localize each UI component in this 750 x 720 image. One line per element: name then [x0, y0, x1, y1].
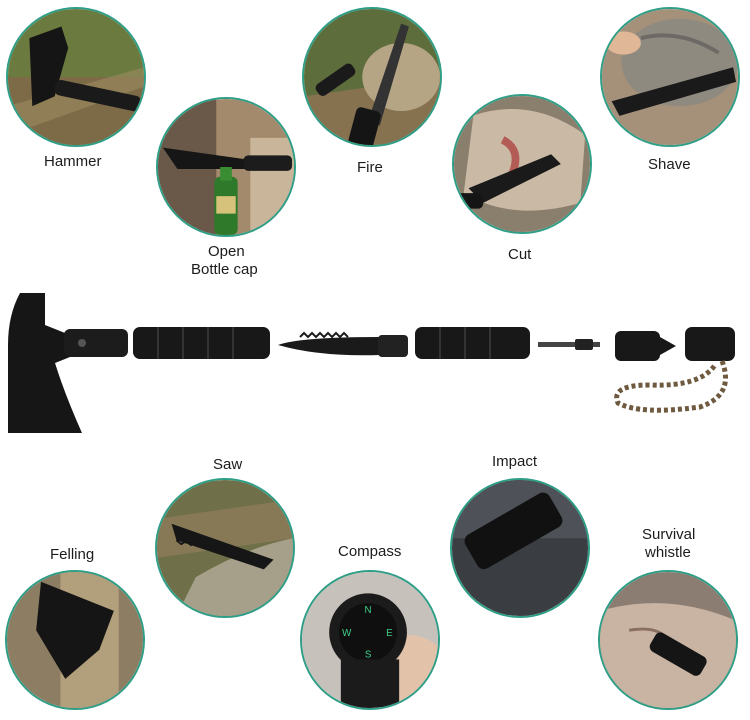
handle-segment-1 — [133, 327, 270, 359]
compass-s: S — [365, 649, 372, 660]
handle-segment-2 — [415, 327, 530, 359]
glass-breaker — [615, 331, 676, 361]
open-label: Open — [208, 243, 245, 260]
cut-image — [452, 94, 592, 234]
bottle-cap-label: Bottle cap — [191, 261, 258, 278]
compass-label: Compass — [338, 543, 402, 560]
compass-e: E — [386, 628, 393, 639]
impact-image — [450, 478, 590, 618]
cut-label: Cut — [508, 246, 532, 263]
felling-label: Felling — [50, 546, 95, 563]
shave-image — [600, 7, 740, 147]
hammer-label: Hammer — [44, 153, 102, 170]
compass-image: N E S W — [300, 570, 440, 710]
axe-head — [8, 293, 82, 433]
saw-label: Saw — [213, 456, 243, 473]
whistle-cap — [614, 327, 735, 413]
whistle-label: whistle — [645, 544, 691, 561]
compass-n: N — [365, 605, 372, 616]
felling-image — [5, 570, 145, 710]
saw-image — [155, 478, 295, 618]
saw-knife — [278, 331, 408, 357]
whistle-image — [598, 570, 738, 710]
fire-image — [302, 7, 442, 147]
compass-w: W — [342, 628, 352, 639]
survival-label: Survival — [642, 526, 696, 543]
axe-collar — [64, 329, 128, 357]
hammer-image — [6, 7, 146, 147]
shave-label: Shave — [648, 156, 691, 173]
open-bottle-image — [156, 97, 296, 237]
impact-label: Impact — [492, 453, 538, 470]
fire-starter-rod — [538, 339, 600, 350]
fire-label: Fire — [357, 159, 383, 176]
axe-tool-parts — [8, 293, 735, 433]
